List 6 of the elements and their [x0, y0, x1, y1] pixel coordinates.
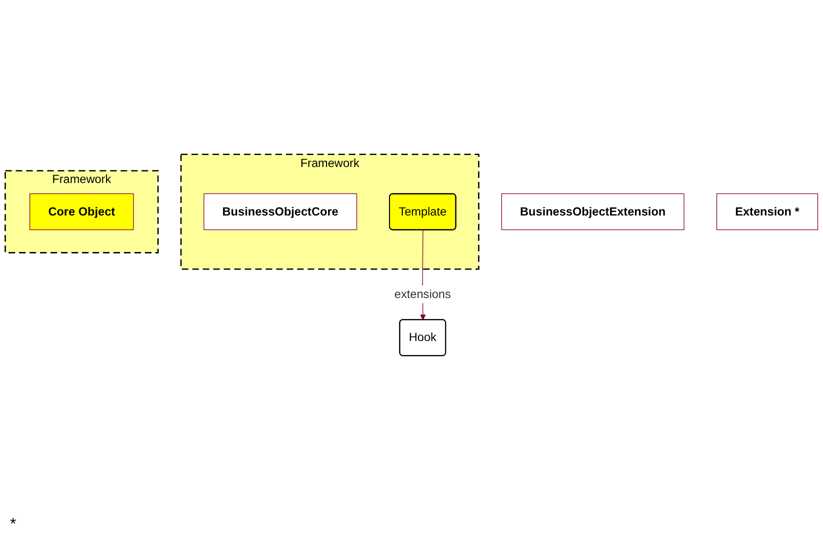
node-box: BusinessObjectCore	[204, 193, 358, 230]
node-box: BusinessObjectExtension	[501, 193, 684, 230]
node-box: Extension *	[716, 193, 818, 230]
edge-label: extensions	[394, 287, 451, 301]
multiplicity-label: *	[10, 516, 16, 533]
node-box: Core Object	[30, 193, 134, 230]
